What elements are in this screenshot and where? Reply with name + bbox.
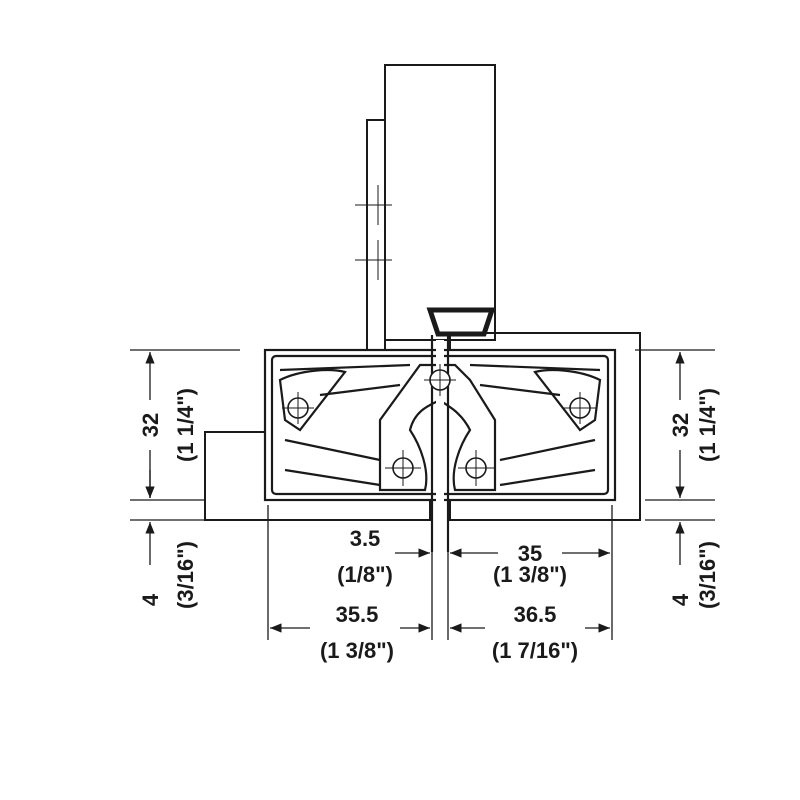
right-width-imperial: (1 7/16") (492, 638, 578, 663)
gap-metric: 3.5 (350, 526, 381, 551)
right-depth-imperial: (1 3/8") (493, 562, 567, 587)
door-cap (426, 307, 496, 337)
right-height-metric: 32 (668, 413, 693, 437)
right-offset-imperial: (3/16") (695, 541, 720, 609)
right-width-metric: 36.5 (514, 602, 557, 627)
right-height-imperial: (1 1/4") (695, 388, 720, 462)
left-offset-imperial: (3/16") (173, 541, 198, 609)
left-height-imperial: (1 1/4") (173, 388, 198, 462)
left-width-imperial: (1 3/8") (320, 638, 394, 663)
dimension-lines (130, 349, 715, 640)
door-leaf (355, 64, 496, 351)
left-offset-metric: 4 (138, 593, 163, 606)
left-height-metric: 32 (138, 413, 163, 437)
left-width-metric: 35.5 (336, 602, 379, 627)
right-offset-metric: 4 (668, 593, 693, 606)
concealed-hinge (263, 335, 617, 552)
gap-imperial: (1/8") (337, 562, 393, 587)
right-depth-metric: 35 (518, 541, 542, 566)
pivot-holes (282, 364, 596, 486)
